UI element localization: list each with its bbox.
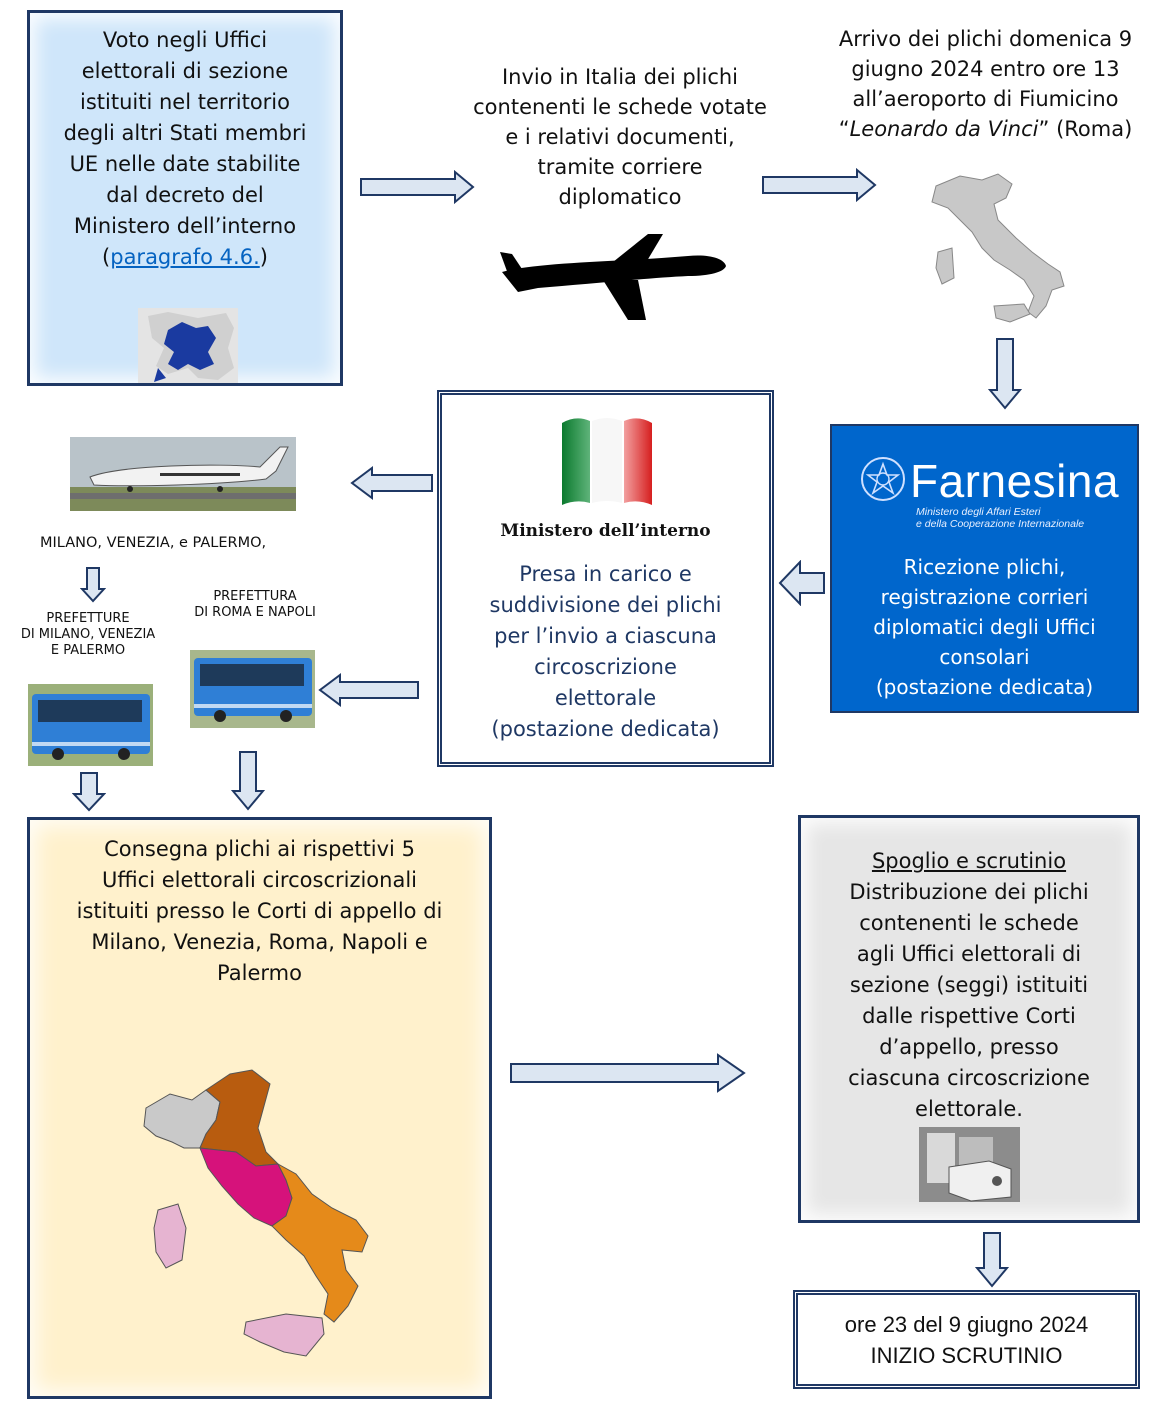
airplane-icon [500, 234, 726, 320]
arrow-down-bus-north [72, 772, 106, 812]
arrow-left-bus [318, 673, 419, 707]
count-text: Distribuzione dei plichi contenenti le s… [848, 880, 1090, 1121]
farnesina-subtitle: Ministero degli Affari Esteri e della Co… [916, 506, 1085, 530]
ministero-box: Ministero dell’interno Presa in carico e… [437, 390, 774, 767]
bus-photo-north [28, 684, 153, 766]
italy-districts-map [143, 1069, 369, 1357]
airport-name: Leonardo da Vinci [849, 117, 1039, 141]
bus-photo-south [190, 650, 315, 728]
arrow-right-count [510, 1053, 746, 1093]
start-box: ore 23 del 9 giugno 2024 INIZIO SCRUTINI… [793, 1290, 1140, 1389]
paragraph-link[interactable]: paragrafo 4.6. [110, 245, 260, 269]
italian-flag-icon [562, 418, 652, 505]
prefettura-south: PREFETTURA DI ROMA E NAPOLI [194, 589, 316, 620]
delivery-text: Consegna plichi ai rispettivi 5 Uffici e… [76, 837, 443, 985]
ministero-name: Ministero dell’interno [500, 521, 711, 541]
ballot-box-photo [919, 1127, 1020, 1202]
farnesina-box: Farnesina Ministero degli Affari Esteri … [830, 424, 1139, 713]
arrow-down-small-1 [80, 567, 106, 603]
shipping-text: Invio in Italia dei plichi contenenti le… [473, 65, 767, 209]
arrow-down-start [975, 1232, 1009, 1288]
arrival-text: Arrivo dei plichi domenica 9 giugno 2024… [838, 27, 1133, 141]
delivery-box: Consegna plichi ai rispettivi 5 Uffici e… [27, 817, 492, 1399]
eu-vote-text: Voto negli Uffici elettorali di sezione … [63, 28, 307, 269]
farnesina-text: Ricezione plichi, registrazione corrieri… [873, 555, 1096, 699]
arrow-right-2 [762, 168, 877, 202]
eu-vote-description: Voto negli Uffici elettorali di sezione … [63, 28, 307, 238]
count-box: Spoglio e scrutinio Distribuzione dei pl… [798, 815, 1140, 1223]
small-plane-photo [70, 437, 296, 511]
count-title: Spoglio e scrutinio [871, 849, 1067, 873]
start-text: ore 23 del 9 giugno 2024 INIZIO SCRUTINI… [844, 1312, 1089, 1368]
arrow-left-plane [350, 466, 433, 500]
prefetture-north: PREFETTURE DI MILANO, VENEZIA E PALERMO [20, 611, 156, 658]
arrow-down-farnesina [988, 338, 1022, 410]
italy-map-icon [931, 173, 1065, 323]
arrow-down-bus-south [231, 751, 265, 811]
flight-cities: MILANO, VENEZIA, e PALERMO, [40, 535, 267, 551]
eu-vote-box: Voto negli Uffici elettorali di sezione … [27, 10, 343, 386]
ministero-text: Presa in carico e suddivisione dei plich… [489, 562, 722, 741]
farnesina-brand: Farnesina [910, 455, 1120, 507]
arrow-left-ministero [778, 560, 825, 606]
emblem-icon [861, 457, 905, 501]
arrow-right-1 [360, 170, 475, 204]
europe-map-icon [138, 308, 238, 383]
arrival-city: (Roma) [1056, 117, 1133, 141]
arrival-description: Arrivo dei plichi domenica 9 giugno 2024… [838, 27, 1133, 111]
